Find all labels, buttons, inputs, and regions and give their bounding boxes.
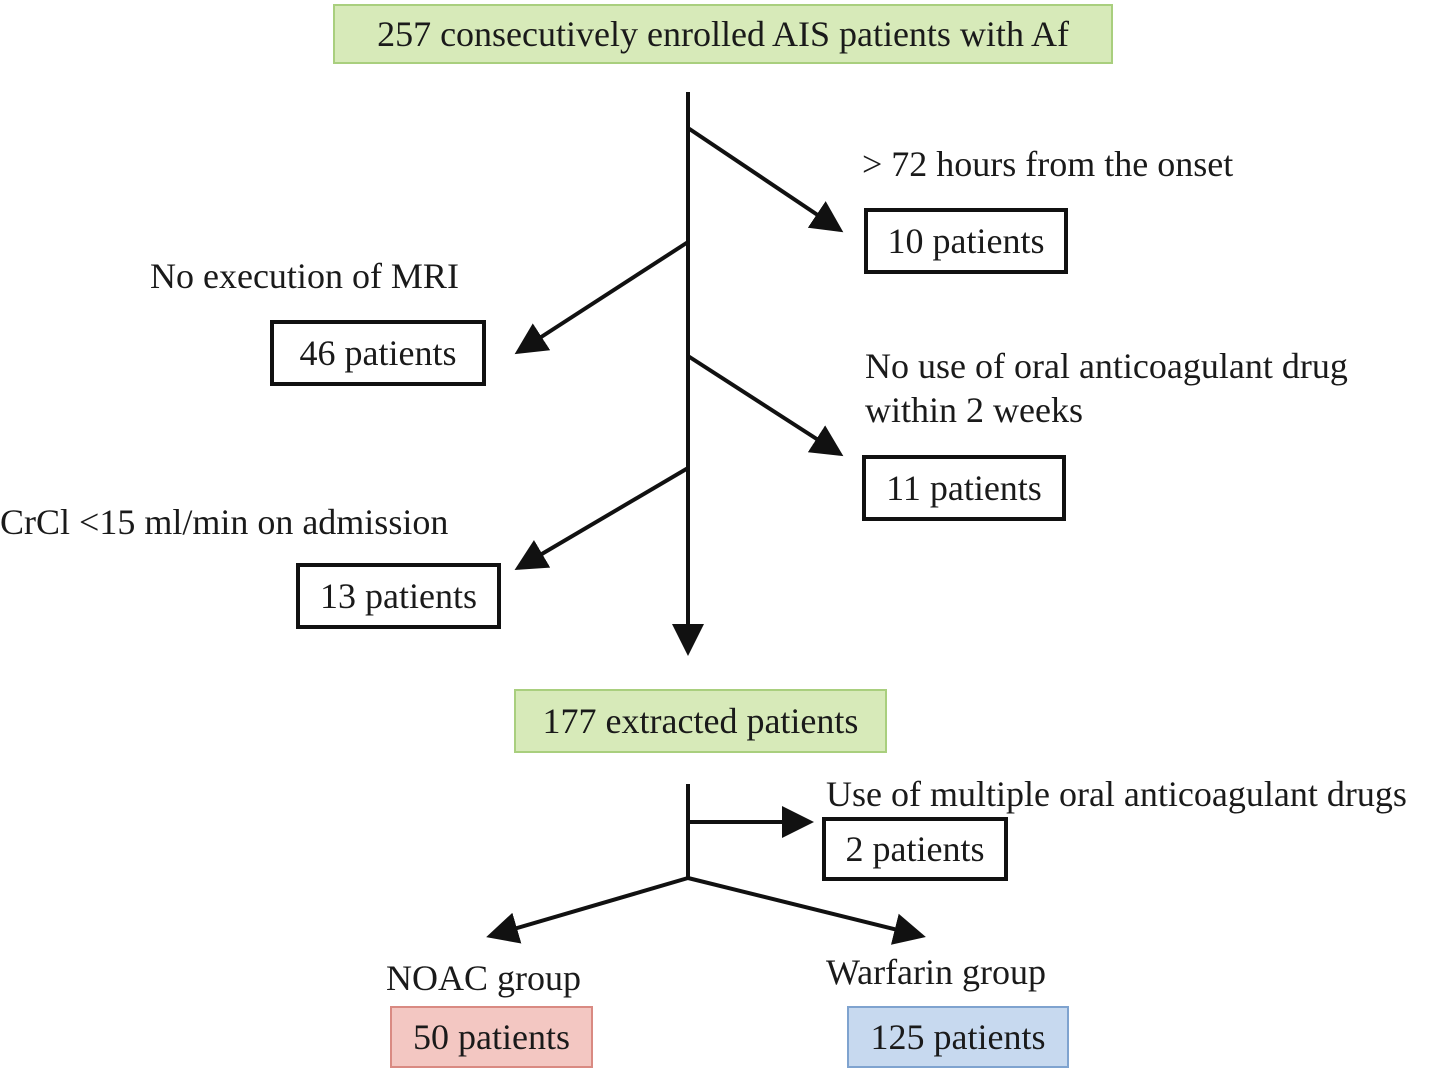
crcl-exclusion-count-box: 13 patients bbox=[296, 563, 501, 629]
mri-exclusion-count-box: 46 patients bbox=[270, 320, 486, 386]
onset-exclusion-count-box: 10 patients bbox=[864, 208, 1068, 274]
onset-exclusion-arrow bbox=[686, 126, 844, 233]
oac-exclusion-label-line1: No use of oral anticoagulant drug bbox=[865, 346, 1348, 386]
warfarin-split-arrow bbox=[687, 876, 926, 945]
onset-exclusion-label: > 72 hours from the onset bbox=[862, 144, 1234, 184]
extracted-patients-box: 177 extracted patients bbox=[514, 689, 887, 753]
crcl-exclusion-arrow bbox=[514, 466, 690, 571]
multiple-oac-exclusion-label: Use of multiple oral anticoagulant drugs bbox=[826, 774, 1407, 814]
noac-group-label: NOAC group bbox=[386, 958, 581, 998]
noac-group-count-box: 50 patients bbox=[390, 1006, 593, 1068]
oac-exclusion-arrow bbox=[686, 354, 844, 457]
warfarin-group-label: Warfarin group bbox=[826, 952, 1047, 992]
warfarin-group-count-box: 125 patients bbox=[847, 1006, 1069, 1068]
enrolled-patients-box: 257 consecutively enrolled AIS patients … bbox=[333, 4, 1113, 64]
mri-exclusion-label: No execution of MRI bbox=[150, 256, 459, 296]
crcl-exclusion-label: CrCl <15 ml/min on admission bbox=[0, 502, 449, 542]
multiple-oac-exclusion-count-box: 2 patients bbox=[822, 817, 1008, 881]
oac-exclusion-label-line2: within 2 weeks bbox=[865, 390, 1083, 430]
noac-split-arrow bbox=[486, 876, 689, 944]
oac-exclusion-count-box: 11 patients bbox=[862, 455, 1066, 521]
mri-exclusion-arrow bbox=[514, 240, 690, 355]
